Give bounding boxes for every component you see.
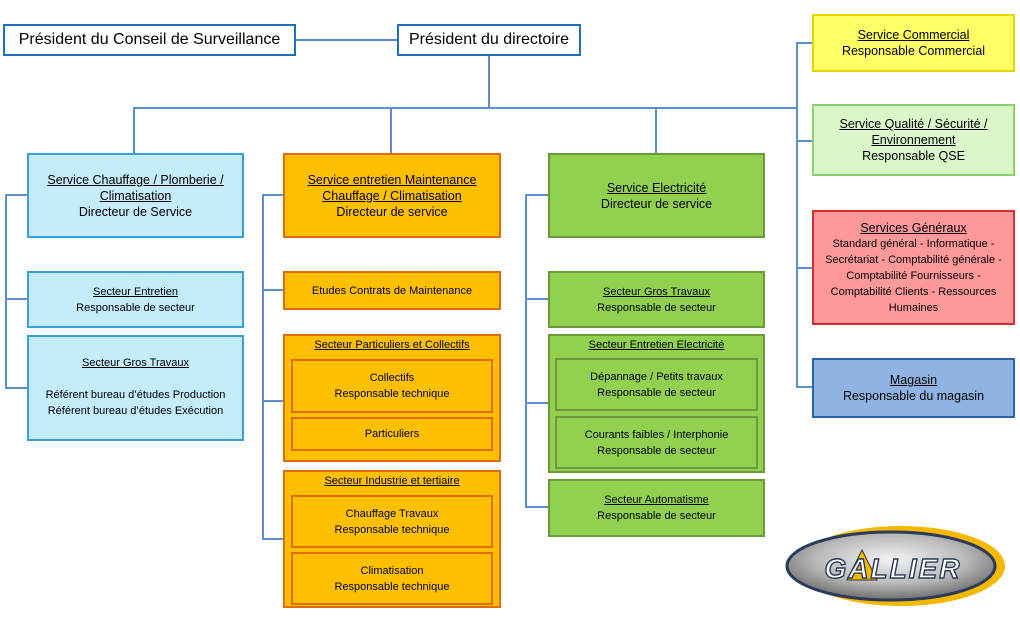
chauffage-travaux-title: Chauffage Travaux <box>345 507 439 520</box>
connector <box>390 107 392 153</box>
secteur-gros-travaux-green-title: Secteur Gros Travaux <box>603 285 710 298</box>
secteur-entretien-electricite-box: Secteur Entretien Electricité Dépannage … <box>548 334 765 473</box>
service-electricite-subtitle: Directeur de service <box>600 196 713 211</box>
logo-triangle <box>846 548 878 581</box>
magasin-box: Magasin Responsable du magasin <box>812 358 1015 418</box>
service-qualite-subtitle: Responsable QSE <box>862 149 965 163</box>
connector <box>262 538 283 540</box>
climatisation-box: Climatisation Responsable technique <box>291 552 493 605</box>
secteur-gros-travaux-blue-title: Secteur Gros Travaux <box>82 357 189 369</box>
connector <box>525 298 548 300</box>
service-electricite-box: Service Electricité Directeur de service <box>548 153 765 238</box>
connector <box>262 400 283 402</box>
services-generaux-box: Services Généraux Standard général - Inf… <box>812 210 1015 325</box>
climatisation-title: Climatisation <box>360 564 424 577</box>
connector <box>5 387 27 389</box>
connector <box>296 39 398 41</box>
connector <box>133 107 135 153</box>
connector <box>262 194 264 540</box>
gallier-logo: GALLIER <box>785 526 1005 606</box>
connector <box>262 289 283 291</box>
service-chauffage-plomberie-box: Service Chauffage / Plomberie / Climatis… <box>27 153 244 238</box>
services-generaux-title: Services Généraux <box>860 220 967 235</box>
connector <box>5 194 7 389</box>
courants-faibles-title: Courants faibles / Interphonie <box>584 428 729 441</box>
climatisation-subtitle: Responsable technique <box>334 580 450 593</box>
logo-text: GALLIER <box>825 553 962 584</box>
service-electricite-title: Service Electricité <box>606 180 707 195</box>
secteur-automatisme-title: Secteur Automatisme <box>604 494 709 506</box>
secteur-gros-travaux-green-subtitle: Responsable de secteur <box>597 301 716 314</box>
logo-disc <box>785 530 997 602</box>
referent-production: Référent bureau d’études Production <box>45 389 226 401</box>
etudes-contrats-title: Etudes Contrats de Maintenance <box>311 284 473 297</box>
referent-execution: Référent bureau d’études Exécution <box>47 405 224 417</box>
secteur-particuliers-collectifs-title: Secteur Particuliers et Collectifs <box>314 339 470 351</box>
magasin-title: Magasin <box>889 373 938 387</box>
connector <box>525 506 548 508</box>
connector <box>796 140 812 142</box>
secteur-gros-travaux-blue-box: Secteur Gros Travaux Référent bureau d’é… <box>27 335 244 441</box>
president-conseil-label: Président du Conseil de Surveillance <box>18 31 281 48</box>
etudes-contrats-box: Etudes Contrats de Maintenance <box>283 271 501 310</box>
secteur-particuliers-collectifs-box: Secteur Particuliers et Collectifs Colle… <box>283 334 501 462</box>
connector <box>262 194 283 196</box>
service-qualite-box: Service Qualité / Sécurité / Environneme… <box>812 104 1015 176</box>
courants-faibles-box: Courants faibles / Interphonie Responsab… <box>555 416 758 469</box>
depannage-title: Dépannage / Petits travaux <box>590 370 723 383</box>
president-directoire-box: Président du directoire <box>397 24 581 56</box>
service-commercial-box: Service Commercial Responsable Commercia… <box>812 14 1015 72</box>
secteur-industrie-tertiaire-box: Secteur Industrie et tertiaire Chauffage… <box>283 470 501 608</box>
service-entretien-maintenance-title: Service entretien Maintenance Chauffage … <box>307 172 477 203</box>
connector <box>525 194 527 508</box>
connector <box>655 107 657 153</box>
president-directoire-label: Président du directoire <box>408 31 570 48</box>
services-generaux-body: Standard général - Informatique - Secrét… <box>825 237 1002 314</box>
service-entretien-maintenance-subtitle: Directeur de service <box>336 204 448 219</box>
secteur-gros-travaux-green-box: Secteur Gros Travaux Responsable de sect… <box>548 271 765 328</box>
depannage-box: Dépannage / Petits travaux Responsable d… <box>555 358 758 411</box>
chauffage-travaux-subtitle: Responsable technique <box>334 523 450 536</box>
service-commercial-subtitle: Responsable Commercial <box>841 44 986 58</box>
service-chauffage-plomberie-title: Service Chauffage / Plomberie / Climatis… <box>47 172 224 203</box>
connector <box>796 386 812 388</box>
secteur-entretien-subtitle: Responsable de secteur <box>76 301 195 314</box>
chauffage-travaux-box: Chauffage Travaux Responsable technique <box>291 495 493 548</box>
secteur-entretien-electricite-title: Secteur Entretien Electricité <box>588 339 725 351</box>
service-chauffage-plomberie-subtitle: Directeur de Service <box>78 204 193 219</box>
collectifs-title: Collectifs <box>369 372 415 384</box>
connector <box>5 298 27 300</box>
service-entretien-maintenance-box: Service entretien Maintenance Chauffage … <box>283 153 501 238</box>
particuliers-title: Particuliers <box>364 428 420 440</box>
courants-faibles-subtitle: Responsable de secteur <box>597 444 716 457</box>
magasin-subtitle: Responsable du magasin <box>842 389 985 403</box>
secteur-entretien-title: Secteur Entretien <box>93 285 178 298</box>
collectifs-subtitle: Responsable technique <box>334 388 450 400</box>
secteur-industrie-tertiaire-title: Secteur Industrie et tertiaire <box>324 475 460 487</box>
secteur-entretien-box: Secteur Entretien Responsable de secteur <box>27 271 244 328</box>
collectifs-box: Collectifs Responsable technique <box>291 359 493 413</box>
connector <box>5 194 27 196</box>
service-commercial-title: Service Commercial <box>857 28 970 42</box>
secteur-automatisme-box: Secteur Automatisme Responsable de secte… <box>548 479 765 537</box>
connector <box>488 56 490 108</box>
service-qualite-title: Service Qualité / Sécurité / Environneme… <box>839 117 988 147</box>
connector <box>796 42 798 388</box>
connector <box>525 194 548 196</box>
depannage-subtitle: Responsable de secteur <box>597 386 716 399</box>
particuliers-box: Particuliers <box>291 417 493 451</box>
president-conseil-box: Président du Conseil de Surveillance <box>3 24 296 56</box>
connector <box>796 42 812 44</box>
connector <box>525 402 548 404</box>
secteur-automatisme-subtitle: Responsable de secteur <box>597 510 716 522</box>
connector <box>796 267 812 269</box>
connector <box>133 107 798 109</box>
